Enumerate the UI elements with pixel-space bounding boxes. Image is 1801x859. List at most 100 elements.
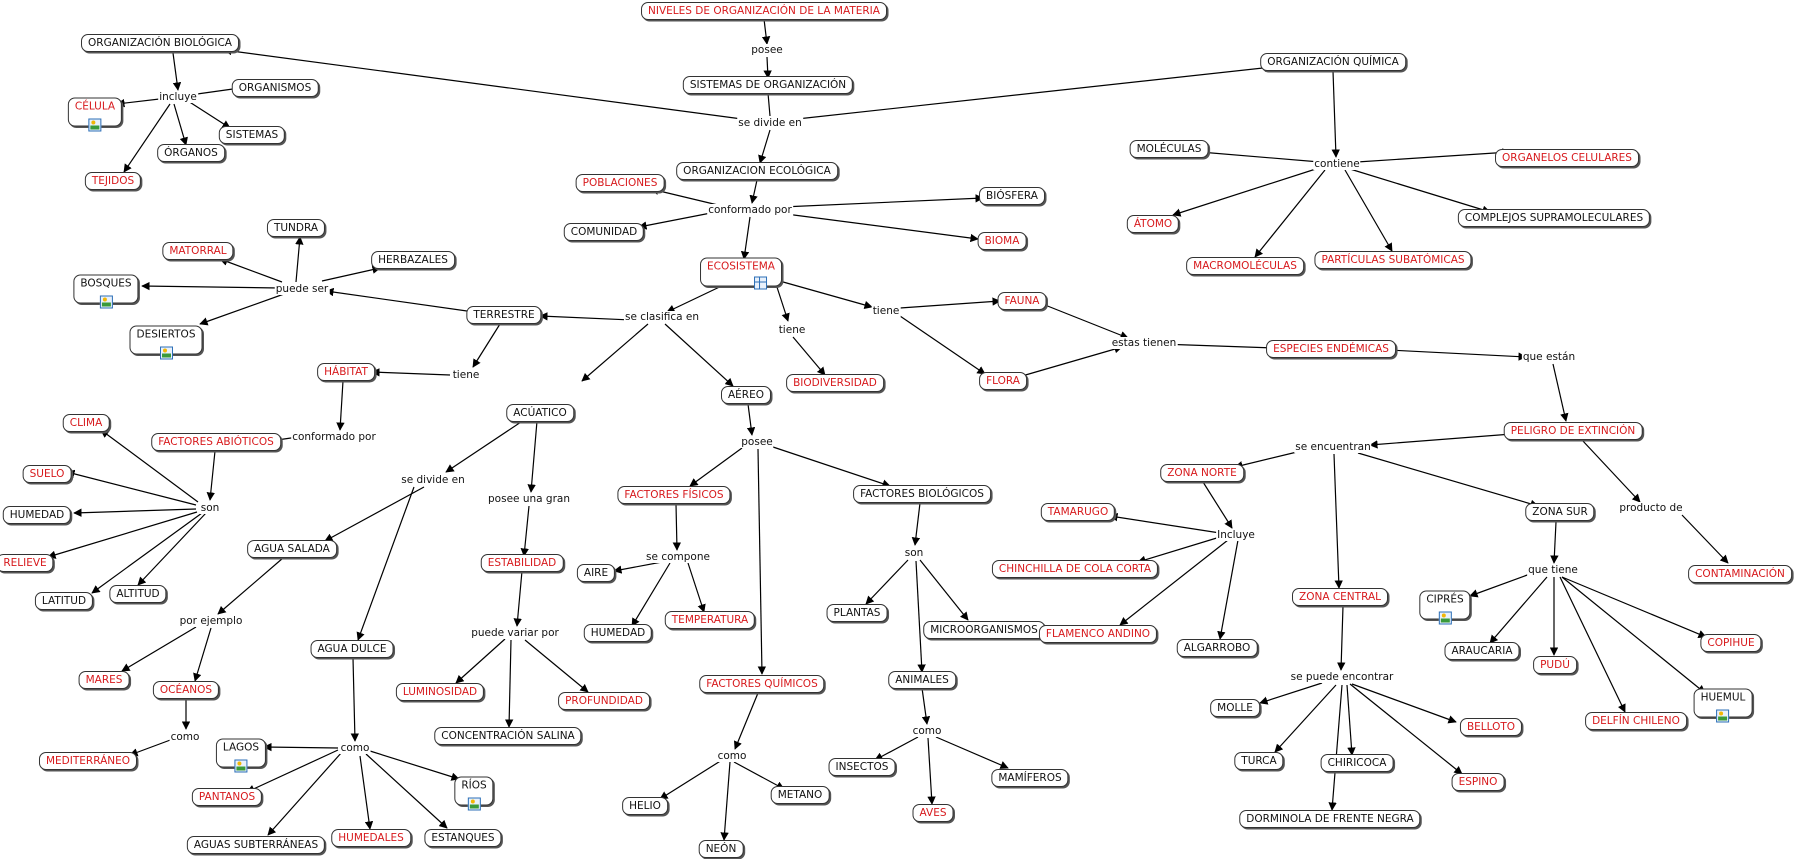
- concept-humedales[interactable]: HUMEDALES: [331, 829, 411, 847]
- concept-herbazales[interactable]: HERBAZALES: [371, 251, 455, 269]
- concept-tejidos[interactable]: TEJIDOS: [84, 172, 142, 190]
- concept-copihue[interactable]: COPIHUE: [1700, 634, 1762, 652]
- image-attachment-icon[interactable]: [753, 276, 767, 290]
- concept-poblaciones[interactable]: POBLACIONES: [575, 174, 665, 192]
- concept-delfin-chileno[interactable]: DELFÍN CHILENO: [1585, 712, 1687, 730]
- concept-tundra[interactable]: TUNDRA: [266, 219, 326, 237]
- concept-flora[interactable]: FLORA: [979, 372, 1027, 390]
- concept-algarrobo[interactable]: ALGARROBO: [1176, 639, 1258, 657]
- image-attachment-icon[interactable]: [234, 759, 248, 773]
- concept-humedad[interactable]: HUMEDAD: [2, 506, 72, 524]
- concept-estabilidad[interactable]: ESTABILIDAD: [480, 554, 564, 572]
- concept-comunidad[interactable]: COMUNIDAD: [563, 223, 645, 241]
- concept-complejos[interactable]: COMPLEJOS SUPRAMOLECULARES: [1457, 209, 1651, 227]
- concept-cipres[interactable]: CIPRÉS: [1419, 590, 1471, 625]
- concept-factores-quimicos[interactable]: FACTORES QUÍMICOS: [699, 675, 825, 693]
- concept-altitud[interactable]: ALTITUD: [109, 585, 167, 603]
- concept-araucaria[interactable]: ARAUCARIA: [1444, 642, 1520, 660]
- concept-espino[interactable]: ESPINO: [1451, 773, 1505, 791]
- concept-concentracion-salina[interactable]: CONCENTRACIÓN SALINA: [434, 727, 582, 745]
- concept-insectos[interactable]: INSECTOS: [828, 758, 896, 776]
- concept-mamiferos[interactable]: MAMÍFEROS: [991, 769, 1069, 787]
- concept-terrestre[interactable]: TERRESTRE: [466, 306, 542, 324]
- concept-humedad-fisica[interactable]: HUMEDAD: [583, 624, 653, 642]
- concept-neon[interactable]: NEÓN: [698, 840, 744, 858]
- concept-dorminola[interactable]: DORMINOLA DE FRENTE NEGRA: [1239, 810, 1421, 828]
- concept-sistemas-organizacion[interactable]: SISTEMAS DE ORGANIZACIÓN: [682, 76, 854, 94]
- concept-aguas-subterraneas[interactable]: AGUAS SUBTERRÁNEAS: [186, 836, 326, 854]
- concept-profundidad[interactable]: PROFUNDIDAD: [558, 692, 650, 710]
- concept-zona-central[interactable]: ZONA CENTRAL: [1292, 588, 1388, 606]
- concept-biosfera[interactable]: BIÓSFERA: [979, 187, 1045, 205]
- concept-factores-abioticos[interactable]: FACTORES ABIÓTICOS: [151, 433, 281, 451]
- concept-chiricoca[interactable]: CHIRICOCA: [1320, 754, 1394, 772]
- concept-temperatura[interactable]: TEMPERATURA: [664, 611, 756, 629]
- concept-aire[interactable]: AIRE: [576, 564, 616, 582]
- concept-biodiversidad[interactable]: BIODIVERSIDAD: [786, 374, 884, 392]
- concept-mediterraneo[interactable]: MEDITERRÁNEO: [38, 752, 138, 770]
- concept-ecosistema[interactable]: ECOSISTEMA: [700, 257, 782, 290]
- concept-peligro-extincion[interactable]: PELIGRO DE EXTINCIÓN: [1503, 422, 1643, 440]
- image-attachment-icon[interactable]: [1438, 611, 1452, 625]
- concept-aereo[interactable]: AÉREO: [720, 386, 772, 404]
- concept-organizacion-biologica[interactable]: ORGANIZACIÓN BIOLÓGICA: [81, 34, 239, 52]
- concept-zona-norte[interactable]: ZONA NORTE: [1160, 464, 1244, 482]
- concept-agua-dulce[interactable]: AGUA DULCE: [310, 640, 394, 658]
- concept-contaminacion[interactable]: CONTAMINACIÓN: [1688, 565, 1792, 583]
- concept-organelos[interactable]: ORGANELOS CELULARES: [1495, 149, 1639, 167]
- concept-desiertos[interactable]: DESIERTOS: [129, 325, 203, 360]
- concept-fauna[interactable]: FAUNA: [997, 292, 1047, 310]
- concept-matorral[interactable]: MATORRAL: [162, 242, 234, 260]
- concept-niveles[interactable]: NIVELES DE ORGANIZACIÓN DE LA MATERIA: [641, 2, 887, 20]
- concept-bosques[interactable]: BOSQUES: [73, 274, 139, 309]
- concept-plantas[interactable]: PLANTAS: [826, 604, 888, 622]
- concept-microorganismos[interactable]: MICROORGANISMOS: [923, 621, 1045, 639]
- concept-relieve[interactable]: RELIEVE: [0, 554, 54, 572]
- concept-oceanos[interactable]: OCÉANOS: [152, 681, 220, 699]
- image-attachment-icon[interactable]: [467, 797, 481, 811]
- concept-huemul[interactable]: HUEMUL: [1693, 688, 1753, 723]
- concept-organismos[interactable]: ORGANISMOS: [231, 79, 319, 97]
- image-attachment-icon[interactable]: [88, 118, 102, 132]
- concept-bioma[interactable]: BIOMA: [977, 232, 1027, 250]
- concept-latitud[interactable]: LATITUD: [34, 592, 94, 610]
- concept-factores-biologicos[interactable]: FACTORES BIOLÓGICOS: [853, 485, 991, 503]
- concept-organizacion-quimica[interactable]: ORGANIZACIÓN QUÍMICA: [1260, 53, 1406, 71]
- concept-atomo[interactable]: ÁTOMO: [1126, 215, 1180, 233]
- concept-organos[interactable]: ÓRGANOS: [157, 144, 225, 162]
- concept-macromoleculas[interactable]: MACROMOLÉCULAS: [1186, 257, 1304, 275]
- concept-moleculas[interactable]: MOLÉCULAS: [1129, 140, 1209, 158]
- concept-aves[interactable]: AVES: [912, 804, 954, 822]
- concept-lagos[interactable]: LAGOS: [215, 738, 267, 773]
- concept-molle[interactable]: MOLLE: [1210, 699, 1260, 717]
- image-attachment-icon[interactable]: [99, 295, 113, 309]
- concept-flamenco[interactable]: FLAMENCO ANDINO: [1038, 625, 1158, 643]
- concept-agua-salada[interactable]: AGUA SALADA: [247, 540, 337, 558]
- concept-rios[interactable]: RÍOS: [454, 776, 494, 811]
- concept-habitat[interactable]: HÁBITAT: [317, 363, 375, 381]
- concept-especies-endemicas[interactable]: ESPECIES ENDÉMICAS: [1266, 340, 1396, 358]
- concept-organizacion-ecologica[interactable]: ORGANIZACION ECOLÓGICA: [676, 162, 838, 180]
- concept-factores-fisicos[interactable]: FACTORES FÍSICOS: [617, 486, 731, 504]
- concept-belloto[interactable]: BELLOTO: [1459, 718, 1523, 736]
- concept-helio[interactable]: HELIO: [622, 797, 668, 815]
- concept-tamarugo[interactable]: TAMARUGO: [1040, 503, 1116, 521]
- concept-estanques[interactable]: ESTANQUES: [424, 829, 502, 847]
- concept-luminosidad[interactable]: LUMINOSIDAD: [395, 683, 485, 701]
- image-attachment-icon[interactable]: [159, 346, 173, 360]
- concept-metano[interactable]: METANO: [770, 786, 830, 804]
- concept-particulas[interactable]: PARTÍCULAS SUBATÓMICAS: [1314, 251, 1472, 269]
- concept-zona-sur[interactable]: ZONA SUR: [1525, 503, 1595, 521]
- concept-turca[interactable]: TURCA: [1234, 752, 1284, 770]
- concept-celula[interactable]: CÉLULA: [67, 97, 123, 132]
- image-attachment-icon[interactable]: [1716, 709, 1730, 723]
- concept-mares[interactable]: MARES: [78, 671, 130, 689]
- concept-sistemas[interactable]: SISTEMAS: [218, 126, 286, 144]
- concept-animales[interactable]: ANIMALES: [888, 671, 956, 689]
- concept-pudu[interactable]: PUDÚ: [1533, 656, 1577, 674]
- concept-chinchilla[interactable]: CHINCHILLA DE COLA CORTA: [991, 560, 1159, 578]
- concept-suelo[interactable]: SUELO: [22, 465, 72, 483]
- concept-acuatico[interactable]: ACÚATICO: [506, 404, 574, 422]
- concept-pantanos[interactable]: PANTANOS: [191, 788, 263, 806]
- concept-clima[interactable]: CLIMA: [62, 414, 110, 432]
